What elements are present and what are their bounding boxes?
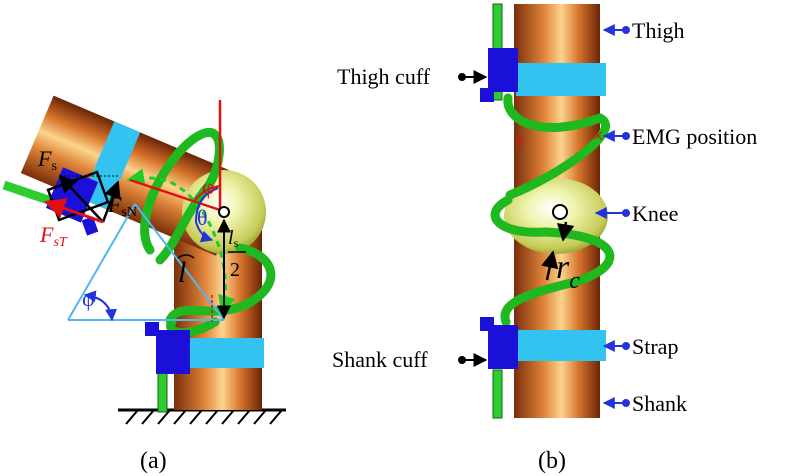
rc-arrow-bottom [541,250,559,281]
thigh-cuff-b-tab [480,88,494,102]
shank-cuff-a-tab [145,322,159,336]
knee-label: Knee [632,201,678,226]
fs-vector [58,174,104,223]
shank-cuff-label: Shank cuff [332,347,428,372]
ls-numerator: ls [228,227,239,250]
shank-rod-b [492,369,503,419]
shank-cuff-a [156,330,190,374]
theta-arc [194,187,219,243]
shank-cuff-b [488,325,518,369]
panel-b: × × Thigh Thigh cuff EMG position Knee r… [332,3,757,474]
arc-length-label: l [178,256,186,289]
shank-strap-a [176,338,264,368]
thigh-cuff-b [488,48,518,92]
emg-position-label: EMG position [632,124,757,149]
pointer-arrows-left [458,70,488,367]
strap-label: Strap [632,334,678,359]
knee-center [218,206,230,218]
horizontal-reference-line [129,178,221,212]
fsn-vector [101,180,121,223]
caption-b: (b) [538,448,566,474]
shank-label: Shank [632,391,687,416]
thigh-label: Thigh [632,18,685,43]
phi-lower-label: φ [82,286,95,311]
fst-vector [44,198,104,224]
ground-hatch [118,408,286,425]
caption-a: (a) [140,448,167,474]
thigh-cuff-label: Thigh cuff [337,64,431,89]
thigh-cuff-a-tab [81,216,99,236]
panel-b-labels: Thigh Thigh cuff EMG position Knee rc St… [332,18,757,474]
knee-center-b [552,204,568,220]
fs-label: Fs [37,146,57,174]
rc-label: rc [556,249,580,294]
phi-top-label: φ [202,174,215,199]
panel-a-labels: Fs FsN FsT φ θ l ls 2 φ (a) [37,146,246,474]
emg-marker-left: × [514,134,526,150]
shank-cuff-b-tab [480,317,494,331]
emg-marker-right: × [592,128,604,144]
thigh-strap-b [516,63,606,96]
phi-arc [194,185,221,201]
arc-hat [177,254,195,259]
ls-denominator: 2 [230,259,240,281]
pointer-arrows-right [594,24,630,409]
fsn-label: FsN [107,192,137,220]
triangle-phi-arc [83,290,117,322]
rc-arrow-top [556,221,575,242]
shank-strap-b [516,330,606,361]
panel-a: Fs FsN FsT φ θ l ls 2 φ (a) [2,95,286,474]
theta-label: θ [197,205,208,230]
fst-label: FsT [39,222,68,250]
